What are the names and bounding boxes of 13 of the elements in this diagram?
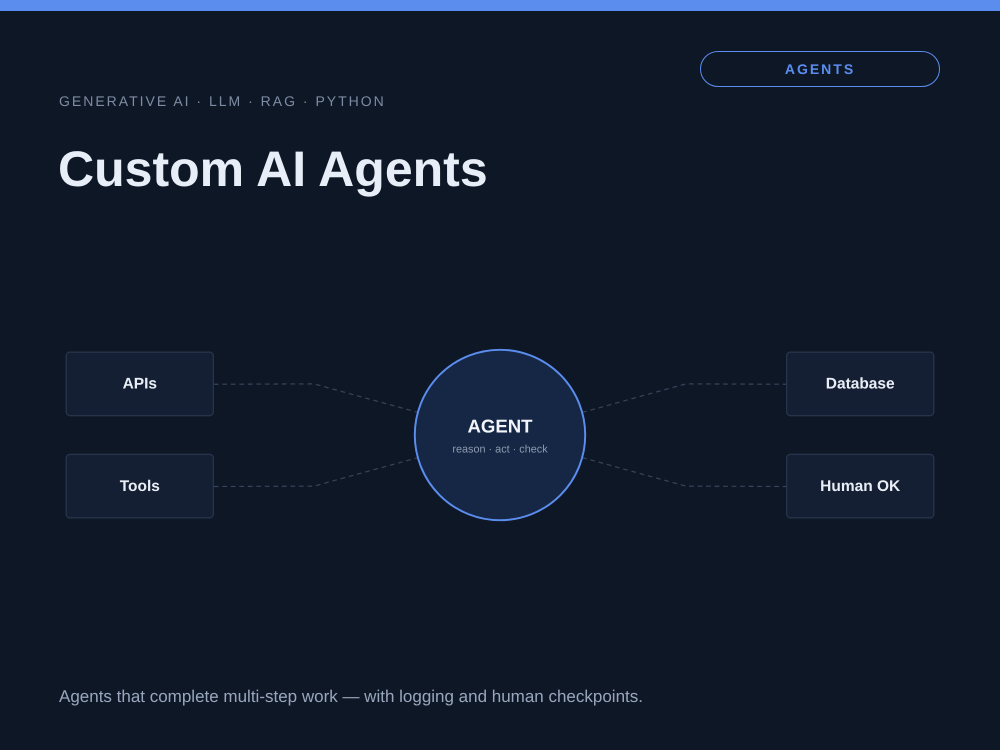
dashed-connector	[214, 457, 418, 488]
category-badge: AGENTS	[700, 51, 940, 87]
caption: Agents that complete multi-step work — with logging and human checkpoints.	[59, 687, 643, 707]
dashed-connector	[214, 383, 418, 413]
node-box: Database	[786, 352, 934, 416]
node-box: APIs	[66, 352, 214, 416]
node-box: Tools	[66, 454, 214, 518]
dashed-connector	[582, 457, 787, 488]
agent-circle: AGENT reason · act · check	[414, 348, 586, 522]
node-box: Human OK	[786, 454, 934, 518]
tagline: GENERATIVE AI · LLM · RAG · PYTHON	[59, 93, 386, 109]
title: Custom AI Agents	[58, 140, 488, 198]
dashed-connector	[582, 383, 787, 413]
